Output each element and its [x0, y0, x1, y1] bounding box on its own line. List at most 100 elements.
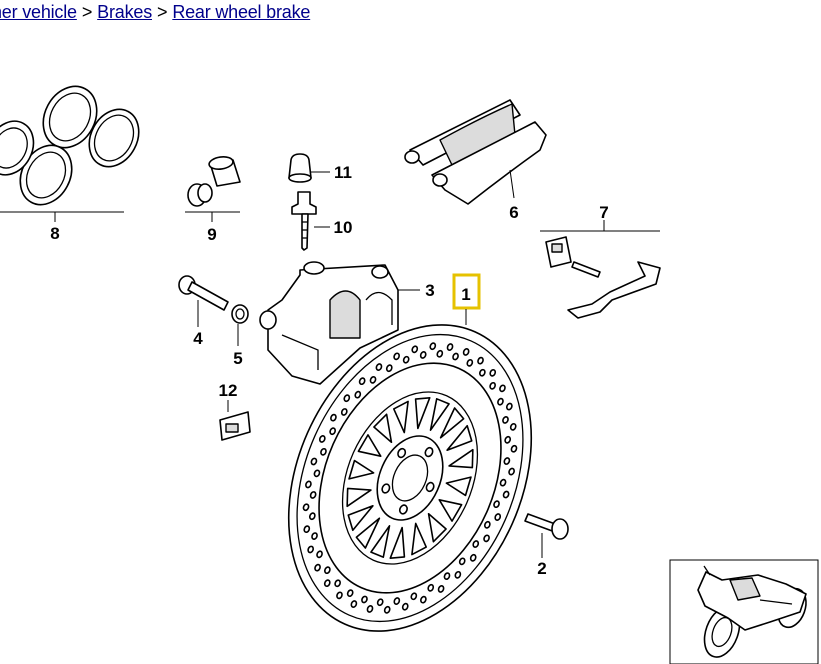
disc-spoke-cutout	[438, 498, 463, 522]
part-label-8[interactable]: 8	[50, 224, 59, 243]
disc-spoke-cutout	[346, 487, 372, 508]
disc-drill-hole	[366, 605, 374, 613]
disc-drill-hole	[383, 605, 391, 614]
leader-line	[509, 169, 515, 199]
disc-spoke-cutout	[448, 448, 474, 469]
disc-drill-hole	[479, 368, 486, 377]
breadcrumb-separator: >	[157, 2, 168, 22]
breadcrumb-link-brakes[interactable]: Brakes	[97, 2, 152, 22]
disc-spoke-cutout	[429, 398, 450, 432]
disc-drill-hole	[499, 478, 507, 487]
disc-drill-hole	[309, 491, 317, 499]
part-7-retaining-spring[interactable]	[545, 236, 661, 319]
part-3-brake-caliper[interactable]	[259, 261, 399, 385]
disc-drill-hole	[420, 595, 427, 604]
part-5-washer[interactable]	[231, 304, 249, 324]
disc-drill-hole	[477, 356, 484, 365]
disc-drill-hole	[458, 557, 466, 566]
part-6-brake-pads[interactable]	[404, 99, 547, 205]
disc-drill-hole	[469, 553, 477, 562]
part-label-7[interactable]: 7	[599, 203, 608, 222]
part-1-brake-disc[interactable]	[243, 286, 578, 664]
disc-drill-hole	[320, 447, 327, 456]
disc-drill-hole	[483, 534, 490, 543]
part-10-bleeder-valve[interactable]	[291, 191, 317, 251]
disc-drill-hole	[510, 444, 518, 453]
motorcycle-thumbnail-icon[interactable]	[669, 559, 819, 664]
disc-drill-hole	[310, 457, 318, 466]
part-9-bushing[interactable]	[187, 155, 241, 207]
breadcrumb-link-rear-wheel-brake[interactable]: Rear wheel brake	[172, 2, 311, 22]
disc-bolt-hole	[397, 447, 407, 459]
disc-drill-hole	[329, 427, 337, 436]
breadcrumb-link-vehicle[interactable]: her vehicle	[0, 2, 77, 22]
disc-drill-hole	[472, 540, 480, 548]
disc-spoke-cutout	[389, 526, 406, 560]
part-label-2[interactable]: 2	[537, 559, 546, 578]
disc-drill-hole	[375, 363, 383, 371]
disc-drill-hole	[307, 545, 314, 554]
disc-spoke-cutout	[446, 424, 473, 451]
disc-drill-hole	[313, 469, 321, 478]
part-label-11[interactable]: 11	[334, 163, 352, 182]
part-label-5[interactable]: 5	[233, 349, 242, 368]
disc-drill-hole	[504, 435, 512, 444]
part-12-clip[interactable]	[219, 411, 251, 441]
disc-drill-hole	[436, 349, 444, 358]
disc-drill-hole	[393, 597, 401, 605]
disc-drill-hole	[308, 512, 316, 521]
disc-spoke-cutout	[347, 505, 374, 532]
disc-spoke-cutout	[414, 396, 431, 430]
disc-drill-hole	[483, 520, 491, 529]
disc-drill-hole	[429, 342, 437, 351]
disc-drill-hole	[502, 490, 510, 499]
disc-drill-hole	[305, 480, 312, 489]
disc-bolt-hole	[381, 483, 391, 494]
disc-drill-hole	[454, 570, 462, 579]
disc-drill-hole	[330, 413, 337, 422]
disc-spoke-cutout	[373, 413, 393, 444]
part-label-12[interactable]: 12	[219, 381, 238, 400]
disc-drill-hole	[489, 381, 496, 390]
disc-drill-hole	[402, 355, 410, 364]
disc-drill-hole	[334, 579, 341, 588]
disc-drill-hole	[350, 600, 358, 608]
disc-drill-hole	[506, 402, 513, 411]
disc-drill-hole	[437, 585, 445, 593]
disc-drill-hole	[508, 467, 515, 476]
disc-drill-hole	[346, 589, 354, 598]
disc-spoke-cutout	[411, 522, 428, 556]
part-label-3[interactable]: 3	[425, 281, 434, 300]
disc-drill-hole	[489, 368, 497, 377]
breadcrumb-separator: >	[81, 2, 93, 22]
disc-drill-hole	[376, 598, 384, 607]
disc-drill-hole	[311, 532, 318, 540]
disc-drill-hole	[462, 348, 470, 356]
part-label-9[interactable]: 9	[207, 225, 216, 244]
disc-drill-hole	[354, 390, 362, 399]
part-2-disc-bolt[interactable]	[524, 513, 569, 540]
disc-drill-hole	[324, 566, 331, 575]
part-4-bolt[interactable]	[178, 275, 229, 311]
disc-spoke-cutout	[357, 434, 382, 458]
part-8-seal-rings[interactable]	[0, 77, 148, 214]
disc-spoke-cutout	[348, 459, 375, 480]
part-label-1[interactable]: 1	[461, 285, 470, 304]
disc-drill-hole	[419, 351, 427, 359]
disc-drill-hole	[446, 343, 454, 351]
breadcrumb: her vehicle>Brakes>Rear wheel brake	[0, 2, 310, 23]
part-11-cap[interactable]	[288, 153, 312, 183]
disc-drill-hole	[316, 550, 323, 559]
disc-drill-hole	[302, 503, 310, 512]
disc-drill-hole	[410, 592, 418, 601]
part-label-4[interactable]: 4	[193, 329, 203, 348]
selected-part-highlight	[452, 273, 481, 310]
part-label-6[interactable]: 6	[509, 203, 518, 222]
disc-drill-hole	[452, 352, 459, 361]
disc-bolt-hole	[425, 481, 435, 493]
part-label-10[interactable]: 10	[334, 218, 353, 237]
disc-spoke-cutout	[355, 517, 381, 549]
disc-drill-hole	[503, 457, 511, 465]
disc-drill-hole	[336, 591, 343, 600]
